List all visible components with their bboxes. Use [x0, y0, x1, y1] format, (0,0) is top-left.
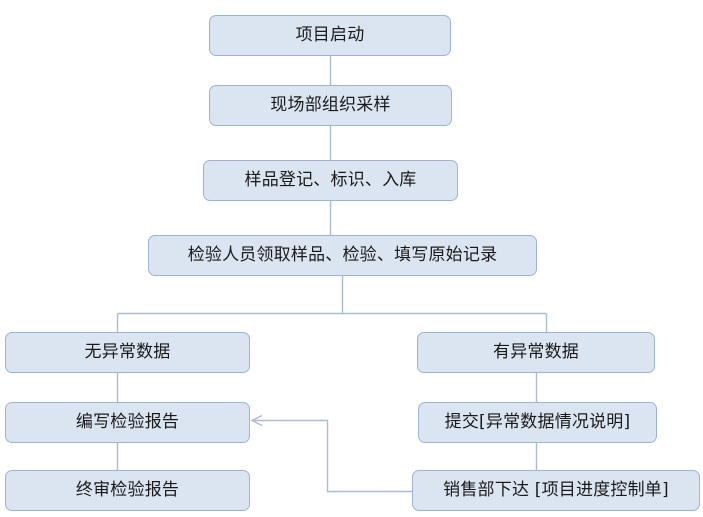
node-submit-explanation[interactable]: 提交[异常数据情况说明]	[418, 402, 657, 443]
node-abnormal-data[interactable]: 有异常数据	[417, 332, 655, 373]
node-normal-data-label: 无异常数据	[84, 341, 171, 362]
node-final-report-label: 终审检验报告	[75, 479, 180, 500]
node-sampling-label: 现场部组织采样	[270, 94, 391, 115]
node-sales-order[interactable]: 销售部下达 [项目进度控制单]	[412, 470, 700, 511]
node-draft-report[interactable]: 编写检验报告	[5, 402, 250, 443]
node-start-label: 项目启动	[295, 24, 365, 45]
node-registration[interactable]: 样品登记、标识、入库	[203, 160, 458, 201]
arrow-head-icon	[250, 414, 263, 427]
node-draft-report-label: 编写检验报告	[75, 411, 180, 432]
node-normal-data[interactable]: 无异常数据	[5, 332, 250, 373]
node-abnormal-data-label: 有异常数据	[493, 341, 579, 362]
node-sampling[interactable]: 现场部组织采样	[209, 85, 452, 126]
node-start[interactable]: 项目启动	[209, 15, 451, 56]
node-sales-order-label: 销售部下达 [项目进度控制单]	[443, 479, 669, 500]
node-inspection[interactable]: 检验人员领取样品、检验、填写原始记录	[148, 235, 537, 276]
node-registration-label: 样品登记、标识、入库	[244, 169, 417, 190]
node-submit-explanation-label: 提交[异常数据情况说明]	[444, 411, 631, 432]
node-inspection-label: 检验人员领取样品、检验、填写原始记录	[187, 244, 498, 265]
connector-sales-to-draft	[253, 419, 412, 493]
node-final-report[interactable]: 终审检验报告	[5, 470, 250, 511]
